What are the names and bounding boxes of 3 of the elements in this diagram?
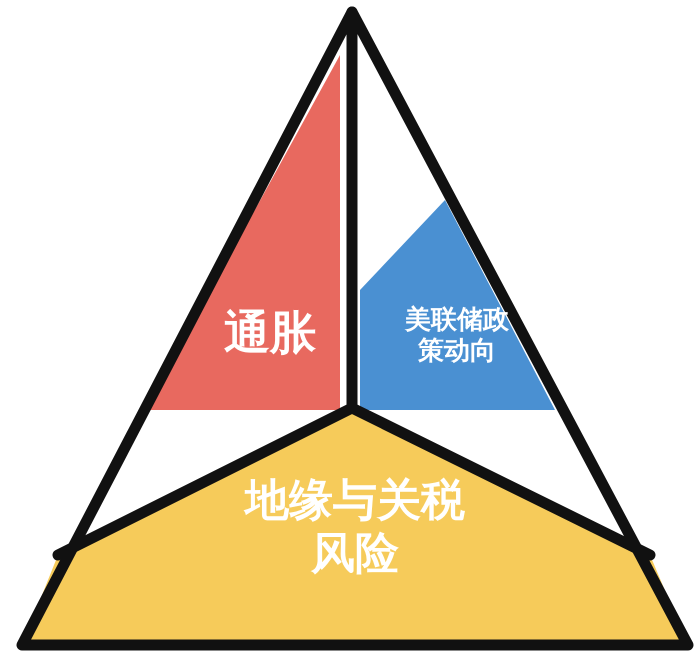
- region-label: 美联储政策动向: [404, 305, 510, 368]
- region-label: 地缘与关税风险: [242, 475, 466, 581]
- region-label: 通胀: [223, 305, 317, 360]
